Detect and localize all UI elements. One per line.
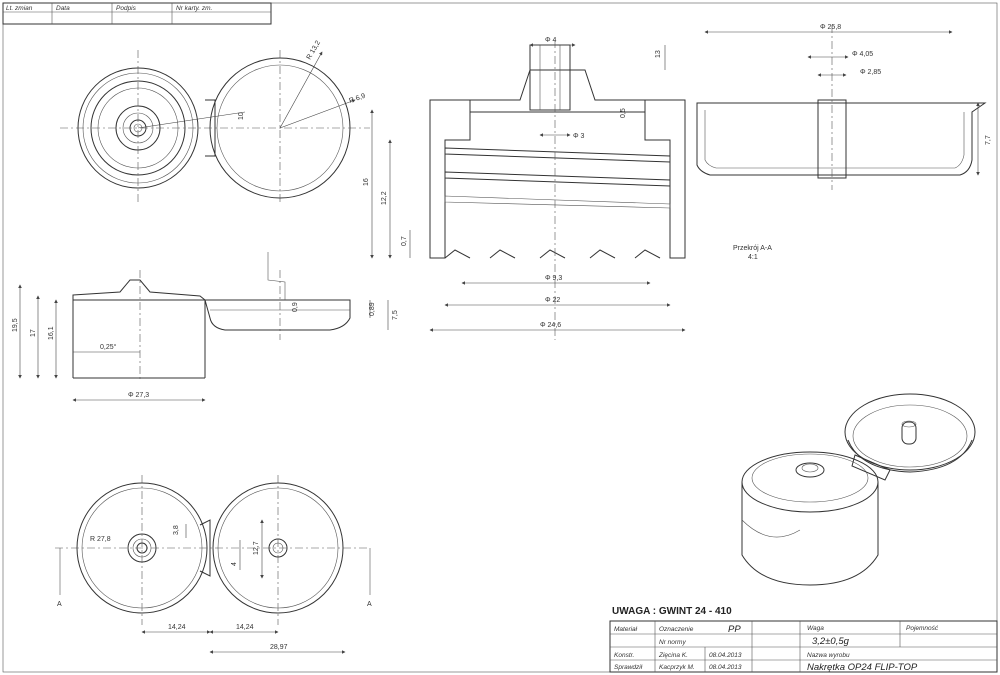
tb-product-name: Nakrętka OP24 FLIP-TOP: [807, 662, 918, 673]
lid-section-view: Φ 25,8 Φ 4,05 Φ 2,85 7,7: [696, 24, 992, 190]
isometric-view: [741, 393, 976, 586]
tb-material-value: PP: [728, 624, 741, 635]
tb-material-label: Materiał: [614, 626, 638, 633]
tb-designed-by: Zięcina K.: [658, 652, 688, 659]
dim-sec-d246: Φ 24,6: [540, 322, 561, 329]
dim-side-09: 0,9: [292, 302, 299, 312]
dim-sec-h122: 12,2: [381, 191, 388, 205]
tb-product-name-label: Nazwa wyrobu: [807, 652, 850, 659]
title-block: Materiał Oznaczenie PP Nr normy Waga 3,2…: [609, 620, 998, 673]
tb-capacity-label: Pojemność: [906, 625, 939, 632]
dim-bot-2897: 28,97: [270, 644, 288, 651]
dim-lid-d285: Φ 2,85: [860, 69, 881, 76]
dim-side-h195: 19,5: [12, 318, 19, 332]
dim-sec-d4: Φ 4: [545, 37, 557, 44]
rev-col-2: Data: [56, 5, 70, 12]
dim-front-small: 10: [238, 112, 245, 120]
dim-side-089: 0,89: [369, 302, 376, 316]
tb-checked-label: Sprawdził: [614, 664, 643, 671]
front-view: R 13,2 R 6,9 10: [60, 40, 370, 205]
dim-lid-d258: Φ 25,8: [820, 24, 841, 31]
tb-checked-date: 08.04.2013: [709, 664, 742, 671]
tb-norm-label: Nr normy: [659, 639, 686, 646]
rev-col-1: Lt. zmian: [6, 5, 33, 12]
dim-sec-d93: Φ 9,3: [545, 275, 562, 282]
dim-bot-1424a: 14,24: [168, 624, 186, 631]
dim-front-r2: R 6,9: [348, 93, 366, 105]
tb-checked-by: Kacprzyk M.: [659, 664, 695, 671]
tb-designed-label: Konstr.: [614, 652, 635, 659]
section-label-line1: Przekrój A-A: [733, 245, 772, 252]
section-mark-a-left: A: [57, 601, 62, 608]
tb-designation-label: Oznaczenie: [659, 626, 694, 633]
dim-bot-127: 12,7: [253, 541, 260, 555]
dim-sec-13: 13: [655, 50, 662, 58]
dim-lid-d405: Φ 4,05: [852, 51, 873, 58]
dim-sec-d22: Φ 22: [545, 297, 560, 304]
dim-bot-1424b: 14,24: [236, 624, 254, 631]
rev-col-3: Podpis: [116, 5, 137, 12]
dim-bot-38: 3,8: [173, 525, 180, 535]
side-view: 19,5 17 16,1 0,25° Φ 27,3 0,9 0,89 7,5: [12, 252, 399, 402]
dim-bot-4: 4: [231, 562, 238, 566]
dim-side-d273: Φ 27,3: [128, 392, 149, 399]
dim-sec-d3: Φ 3: [573, 133, 585, 140]
tb-weight-value: 3,2±0,5g: [812, 636, 850, 647]
bottom-view: A A R 27,8 3,8 12,7 4 14,24 14,24 28,97: [55, 475, 372, 654]
dim-side-r025: 0,25°: [100, 343, 117, 351]
rev-col-4: Nr karty. zm.: [176, 5, 213, 12]
note-thread: UWAGA : GWINT 24 - 410: [612, 606, 732, 617]
section-label-line2: 4:1: [748, 254, 758, 261]
dim-bot-r278: R 27,8: [90, 536, 111, 543]
dim-sec-h07: 0,7: [401, 236, 408, 246]
dim-lid-h77: 7,7: [985, 135, 992, 145]
tb-designed-date: 08.04.2013: [709, 652, 742, 659]
section-mark-a-right: A: [367, 601, 372, 608]
dim-sec-05: 0,5: [620, 108, 627, 118]
dim-side-75: 7,5: [392, 310, 399, 320]
dim-side-h17: 17: [30, 329, 37, 337]
section-view: Φ 4 13 0,5 Φ 3 16 12,2 0,7 Φ 9,3 Φ 22 Φ …: [363, 37, 772, 340]
dim-front-r1: R 13,2: [306, 40, 322, 61]
dim-side-h161: 16,1: [48, 326, 55, 340]
tb-weight-label: Waga: [807, 625, 824, 632]
dim-sec-h16: 16: [363, 178, 370, 186]
revision-header: Lt. zmian Data Podpis Nr karty. zm.: [2, 2, 272, 25]
